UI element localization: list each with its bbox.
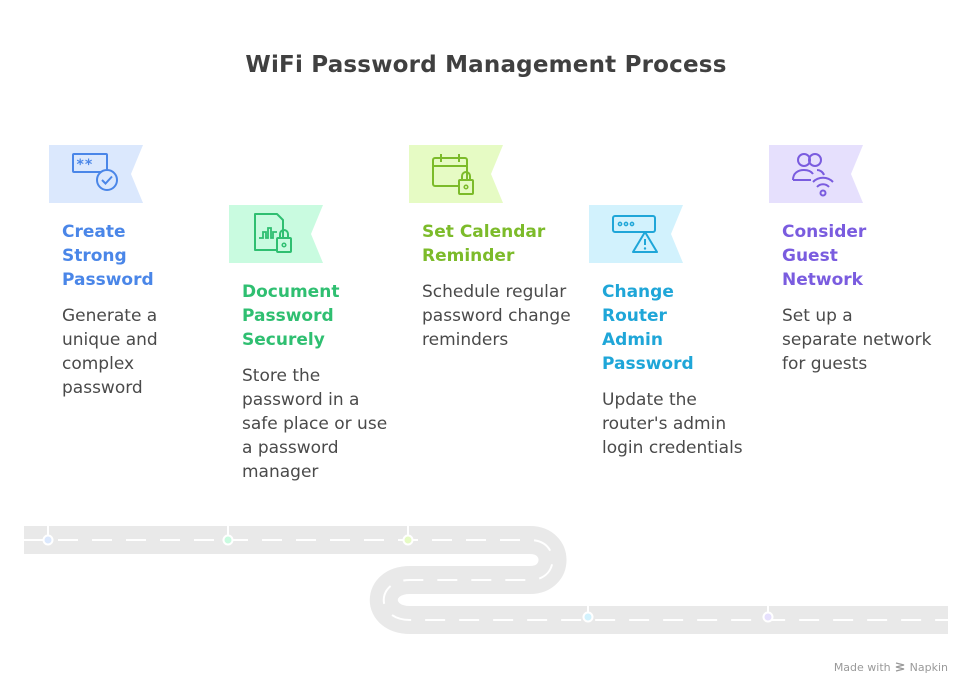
step-description: Store the password in a safe place or us… [242,366,388,482]
step-banner [409,145,503,203]
step-marker-1 [42,534,54,546]
napkin-logo-icon [895,662,905,672]
step-description: Update the router's admin login credenti… [602,390,743,458]
calendar-lock-icon [432,154,474,195]
step-title-line: Password [62,270,154,290]
step-description: Generate a unique and complex password [62,306,158,398]
step-description: Schedule regular password change reminde… [422,282,571,350]
step-marker-4 [582,611,594,623]
step-marker-5 [762,611,774,623]
step-title-line: Password [602,354,694,374]
step-title-line: Securely [242,330,325,350]
banner-shape [769,145,863,203]
step-title-line: Network [782,270,863,290]
step-banner [589,205,683,263]
step-title-line: Strong [62,246,127,266]
step-title-line: Create [62,222,126,242]
step-title-line: Guest [782,246,838,266]
users-wifi-icon [792,153,834,197]
footer-credit: Made with Napkin [834,661,948,674]
step-title-line: Admin [602,330,663,350]
step-title-line: Reminder [422,246,515,266]
road-center-line [24,539,948,621]
step-banner [229,205,323,263]
step-banner: ** [49,145,143,203]
step-title-line: Router [602,306,667,326]
banner-shape [229,205,323,263]
step-title-line: Consider [782,222,867,242]
step-title-line: Document [242,282,340,302]
diagram-title: WiFi Password Management Process [245,52,727,78]
password-warning-icon [612,215,658,253]
brand-label: Napkin [909,661,948,674]
step-title-line: Set Calendar [422,222,546,242]
step-marker-2 [222,534,234,546]
step-title-line: Change [602,282,674,302]
document-lock-icon [254,213,292,253]
step-title-line: Password [242,306,334,326]
svg-text:**: ** [76,157,93,173]
step-marker-3 [402,534,414,546]
made-with-label: Made with [833,661,891,674]
step-description: Set up a separate network for guests [782,306,932,374]
password-check-icon: ** [72,153,118,191]
step-banner [769,145,863,203]
